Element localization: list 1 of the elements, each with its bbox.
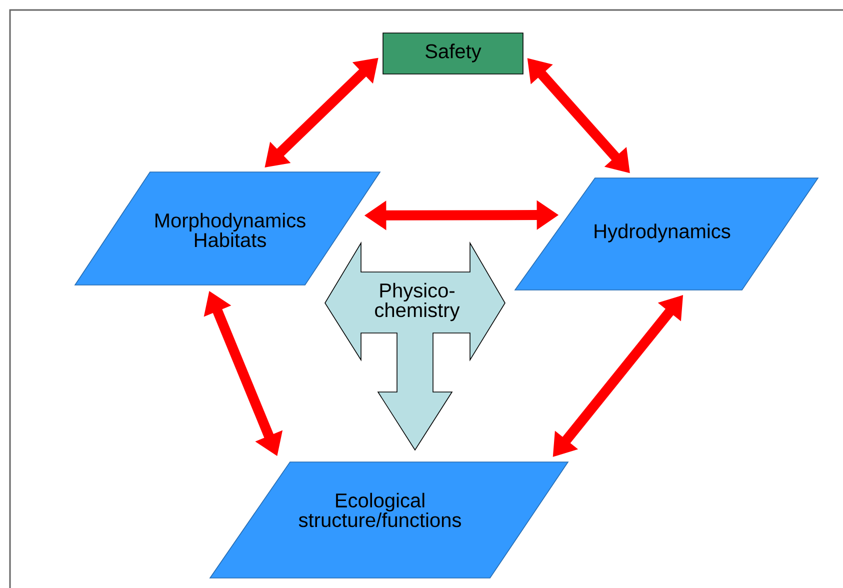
process-box: Safety xyxy=(382,32,524,74)
